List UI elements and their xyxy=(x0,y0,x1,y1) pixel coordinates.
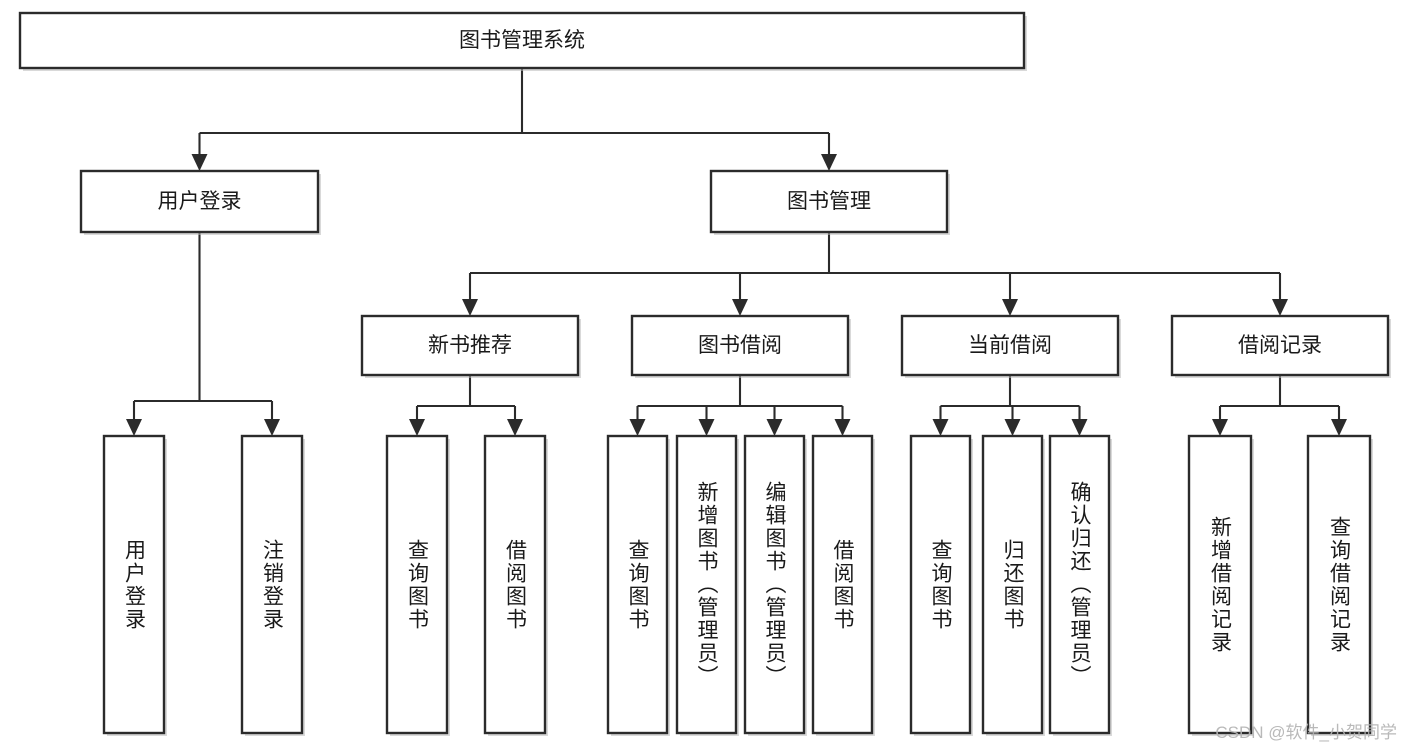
arrow-head-icon xyxy=(698,419,715,436)
arrow-head-icon xyxy=(191,154,208,171)
node-leaf-0-用户登录[interactable] xyxy=(102,434,167,736)
node-leaf-5-新增图书管理员[interactable] xyxy=(675,434,739,736)
arrow-head-icon xyxy=(766,419,783,436)
node-l2-图书借阅-label: 图书借阅 xyxy=(698,334,782,357)
node-l2-借阅记录-label: 借阅记录 xyxy=(1238,334,1322,357)
node-leaf-2-查询图书[interactable] xyxy=(385,434,450,736)
node-l1-用户登录-label: 用户登录 xyxy=(158,190,242,213)
arrow-head-icon xyxy=(1004,419,1021,436)
node-leaf-11-新增借阅记录[interactable] xyxy=(1187,434,1254,736)
arrow-head-icon xyxy=(462,299,478,316)
node-l1-图书管理[interactable]: 图书管理 xyxy=(709,169,950,235)
node-leaf-10-确认归还管理员[interactable] xyxy=(1048,434,1112,736)
arrow-head-icon xyxy=(932,419,949,436)
edges-layer xyxy=(126,68,1347,436)
arrow-head-icon xyxy=(1212,419,1228,436)
arrow-head-icon xyxy=(732,299,748,316)
node-l2-当前借阅[interactable]: 当前借阅 xyxy=(900,314,1121,378)
node-l1-用户登录[interactable]: 用户登录 xyxy=(79,169,321,235)
node-l2-借阅记录[interactable]: 借阅记录 xyxy=(1170,314,1391,378)
arrow-head-icon xyxy=(409,419,425,436)
arrow-head-icon xyxy=(1071,419,1088,436)
node-leaf-1-注销登录[interactable] xyxy=(240,434,305,736)
node-leaf-8-查询图书[interactable] xyxy=(909,434,973,736)
node-leaf-6-编辑图书管理员[interactable] xyxy=(743,434,807,736)
node-l2-新书推荐-label: 新书推荐 xyxy=(428,334,512,357)
node-l2-图书借阅[interactable]: 图书借阅 xyxy=(630,314,851,378)
node-leaf-12-查询借阅记录[interactable] xyxy=(1306,434,1373,736)
arrow-head-icon xyxy=(1002,299,1018,316)
node-l1-图书管理-label: 图书管理 xyxy=(787,190,871,213)
arrow-head-icon xyxy=(264,419,280,436)
node-leaf-4-查询图书[interactable] xyxy=(606,434,670,736)
arrow-head-icon xyxy=(1331,419,1347,436)
node-leaf-3-借阅图书[interactable] xyxy=(483,434,548,736)
arrow-head-icon xyxy=(821,154,837,171)
arrow-head-icon xyxy=(834,419,851,436)
arrow-head-icon xyxy=(629,419,646,436)
node-l2-当前借阅-label: 当前借阅 xyxy=(968,334,1052,357)
arrow-head-icon xyxy=(1272,299,1288,316)
arrow-head-icon xyxy=(507,419,523,436)
arrow-head-icon xyxy=(126,419,142,436)
node-leaf-7-借阅图书[interactable] xyxy=(811,434,875,736)
node-l2-新书推荐[interactable]: 新书推荐 xyxy=(360,314,581,378)
node-leaf-9-归还图书[interactable] xyxy=(981,434,1045,736)
node-root-label: 图书管理系统 xyxy=(459,29,585,52)
node-root[interactable]: 图书管理系统 xyxy=(18,11,1027,71)
